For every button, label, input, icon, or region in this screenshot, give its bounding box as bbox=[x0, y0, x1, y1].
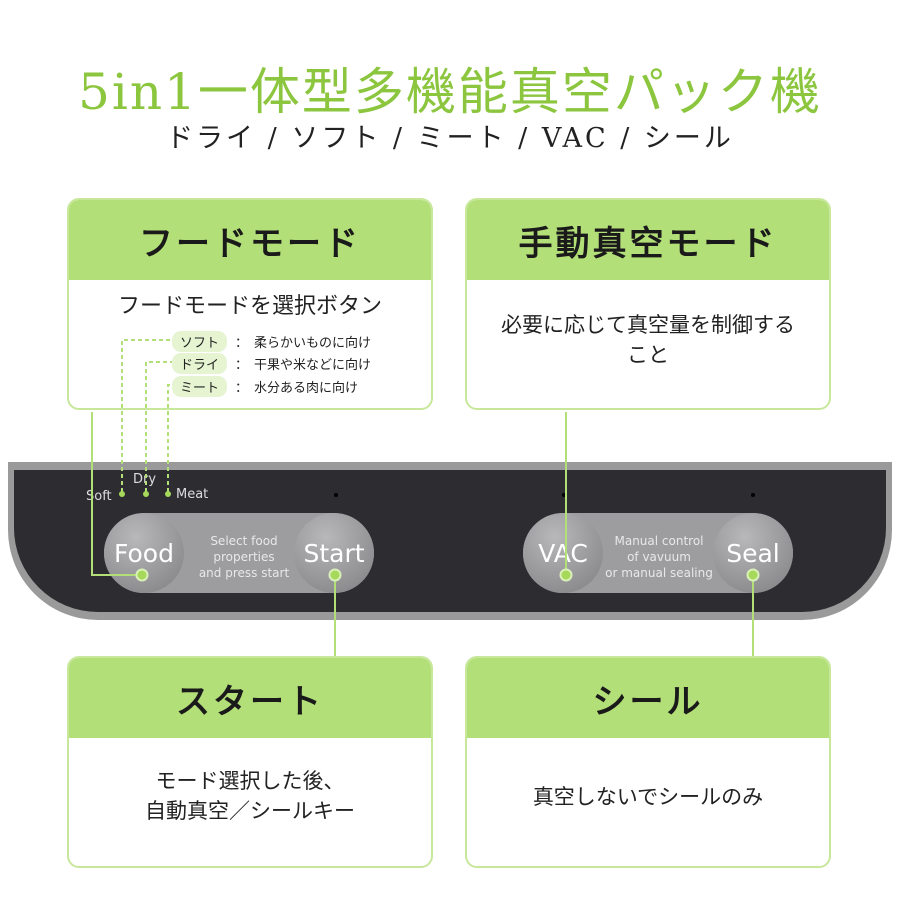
vac-marker bbox=[559, 568, 573, 582]
dry-indicator-dot bbox=[143, 491, 149, 497]
start-body-line1: モード選択した後、 bbox=[155, 769, 345, 793]
soft-indicator-dot bbox=[119, 491, 125, 497]
food-mode-body: フードモードを選択ボタン bbox=[117, 294, 382, 319]
meat-indicator-dot bbox=[165, 491, 171, 497]
indicator-dot bbox=[751, 493, 755, 497]
seal-header: シール bbox=[467, 658, 829, 738]
mode-sep: ： bbox=[235, 336, 249, 351]
start-card: スタート モード選択した後、 自動真空／シールキー bbox=[67, 656, 433, 868]
food-mode-card: フードモード フードモードを選択ボタン bbox=[67, 198, 433, 410]
desc-line: of vavuum bbox=[627, 550, 691, 564]
manual-vac-card: 手動真空モード 必要に応じて真空量を制御すること bbox=[465, 198, 831, 410]
food-connector bbox=[91, 412, 136, 576]
vac-seal-pill: VAC Manual control of vavuum or manual s… bbox=[523, 513, 793, 593]
seal-body: 真空しないでシールのみ bbox=[532, 785, 764, 809]
start-marker bbox=[328, 568, 342, 582]
mode-sep: ： bbox=[235, 358, 249, 373]
mode-row-dry: ドライ ： 干果や米などに向け bbox=[172, 353, 371, 374]
indicator-dot bbox=[334, 493, 338, 497]
soft-connector bbox=[121, 339, 172, 492]
mode-sep: ： bbox=[235, 381, 249, 396]
desc-line: properties bbox=[213, 550, 275, 564]
start-body-line2: 自動真空／シールキー bbox=[145, 799, 355, 823]
mode-desc: 水分ある肉に向け bbox=[254, 381, 359, 396]
start-header: スタート bbox=[69, 658, 431, 738]
seal-card: シール 真空しないでシールのみ bbox=[465, 656, 831, 868]
mode-desc: 干果や米などに向け bbox=[254, 358, 372, 373]
page-subtitle: ドライ / ソフト / ミート / VAC / シール bbox=[166, 123, 734, 154]
indicator-dry-label: Dry bbox=[133, 472, 157, 487]
page-title: 5in1一体型多機能真空パック機 bbox=[78, 63, 822, 121]
food-marker bbox=[135, 568, 149, 582]
desc-line: or manual sealing bbox=[605, 566, 713, 580]
indicator-dot bbox=[562, 493, 566, 497]
manual-vac-header: 手動真空モード bbox=[467, 200, 829, 280]
meat-connector bbox=[167, 384, 172, 492]
mode-tag: ミート bbox=[172, 376, 228, 397]
desc-line: Select food bbox=[210, 534, 278, 548]
dry-connector bbox=[145, 361, 172, 492]
indicator-meat-label: Meat bbox=[176, 487, 209, 502]
manual-vac-body: 必要に応じて真空量を制御すること bbox=[501, 313, 795, 367]
vac-seal-desc: Manual control of vavuum or manual seali… bbox=[601, 533, 717, 581]
food-start-pill: Food Select food properties and press st… bbox=[104, 513, 374, 593]
desc-line: and press start bbox=[198, 566, 290, 580]
seal-marker bbox=[746, 568, 760, 582]
food-start-desc: Select food properties and press start bbox=[194, 533, 294, 581]
mode-tag: ソフト bbox=[172, 331, 228, 352]
mode-desc: 柔らかいものに向け bbox=[254, 336, 372, 351]
mode-tag: ドライ bbox=[172, 353, 228, 374]
mode-row-soft: ソフト ： 柔らかいものに向け bbox=[172, 331, 371, 352]
mode-row-meat: ミート ： 水分ある肉に向け bbox=[172, 376, 358, 397]
food-mode-header: フードモード bbox=[69, 200, 431, 280]
desc-line: Manual control bbox=[614, 534, 704, 548]
vac-button[interactable]: VAC bbox=[523, 513, 603, 593]
